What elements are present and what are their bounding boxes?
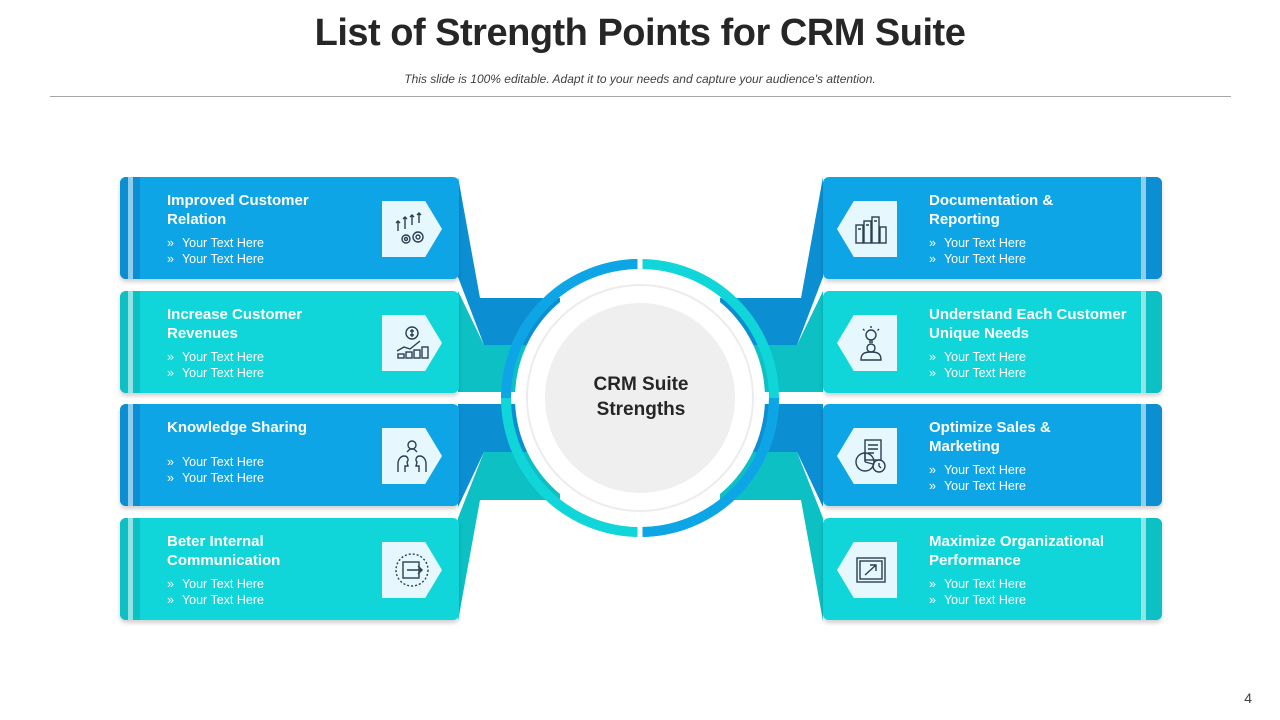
card-title: Increase Customer Revenues: [167, 306, 303, 342]
ring-segment-top-left: [501, 259, 641, 399]
bullet-item: Your Text Here: [929, 251, 1026, 267]
slide-subtitle: This slide is 100% editable. Adapt it to…: [404, 72, 876, 86]
bullet-item: Your Text Here: [167, 349, 264, 365]
money-growth-icon: [382, 315, 442, 371]
card-improved-customer-relation: Improved Customer Relation Your Text Her…: [120, 177, 459, 279]
card-documentation-reporting: Documentation & Reporting Your Text Here…: [823, 177, 1162, 279]
people-idea-icon: [382, 428, 442, 484]
bullet-item: Your Text Here: [929, 235, 1026, 251]
card-knowledge-sharing: Knowledge Sharing Your Text Here Your Te…: [120, 404, 459, 506]
growth-frame-icon: [837, 542, 897, 598]
title-divider: [50, 96, 1231, 97]
card-optimize-sales-marketing: Optimize Sales & Marketing Your Text Her…: [823, 404, 1162, 506]
center-inner-disc: [545, 303, 735, 493]
growth-gears-icon: [382, 201, 442, 257]
connector-left-4: [458, 452, 560, 621]
bullet-item: Your Text Here: [929, 365, 1026, 381]
bullet-item: Your Text Here: [167, 454, 264, 470]
ring-segment-bottom-right: [639, 397, 779, 537]
documents-binders-icon: [837, 201, 897, 257]
page-number: 4: [1244, 690, 1252, 706]
bullet-item: Your Text Here: [167, 365, 264, 381]
card-title: Maximize Organizational Performance: [929, 533, 1105, 569]
card-maximize-organizational-performance: Maximize Organizational Performance Your…: [823, 518, 1162, 620]
card-title: Understand Each Customer Unique Needs: [929, 306, 1127, 342]
connector-right-1: [720, 177, 823, 345]
report-chart-icon: [837, 428, 897, 484]
card-increase-customer-revenues: Increase Customer Revenues Your Text Her…: [120, 291, 459, 393]
card-title: Improved Customer Relation: [167, 192, 309, 228]
bullet-item: Your Text Here: [929, 462, 1026, 478]
bullet-item: Your Text Here: [929, 592, 1026, 608]
bullet-item: Your Text Here: [929, 349, 1026, 365]
slide-title: List of Strength Points for CRM Suite: [314, 12, 966, 54]
bullet-item: Your Text Here: [167, 235, 264, 251]
person-lightbulb-icon: [837, 315, 897, 371]
connector-left-1: [458, 177, 560, 345]
bullet-item: Your Text Here: [167, 251, 264, 267]
bullet-item: Your Text Here: [929, 478, 1026, 494]
card-title: Optimize Sales & Marketing: [929, 419, 1051, 455]
card-beter-internal-communication: Beter Internal Communication Your Text H…: [120, 518, 459, 620]
card-title: Beter Internal Communication: [167, 533, 281, 569]
login-arrow-icon: [382, 542, 442, 598]
bullet-item: Your Text Here: [167, 592, 264, 608]
connector-right-4: [720, 452, 823, 621]
card-title: Knowledge Sharing: [167, 419, 308, 436]
card-title: Documentation & Reporting: [929, 192, 1054, 228]
bullet-item: Your Text Here: [167, 576, 264, 592]
bullet-item: Your Text Here: [167, 470, 264, 486]
card-understand-customer-needs: Understand Each Customer Unique Needs Yo…: [823, 291, 1162, 393]
bullet-item: Your Text Here: [929, 576, 1026, 592]
